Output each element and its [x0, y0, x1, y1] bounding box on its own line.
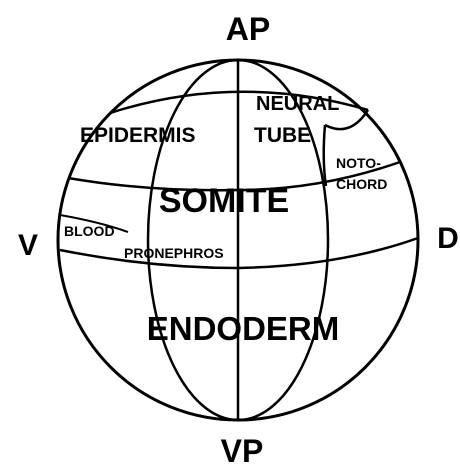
neural-tube-label-line1: NEURAL — [256, 93, 339, 115]
animal-pole-label: AP — [226, 11, 270, 47]
ventral-label: V — [18, 229, 38, 262]
neural-tube-label-line2: TUBE — [254, 124, 311, 147]
pronephros-label: PRONEPHROS — [124, 245, 224, 261]
blood-label: BLOOD — [64, 223, 115, 239]
notochord-label-line1: NOTO- — [336, 155, 381, 171]
endoderm-label: ENDODERM — [147, 310, 340, 347]
dorsal-label: D — [437, 222, 459, 255]
somite-label: SOMITE — [159, 182, 289, 220]
epidermis-label: EPIDERMIS — [80, 124, 196, 147]
notochord-label-line2: CHORD — [336, 176, 387, 192]
vegetal-pole-label: VP — [221, 433, 264, 469]
notochord-edge — [324, 125, 326, 186]
